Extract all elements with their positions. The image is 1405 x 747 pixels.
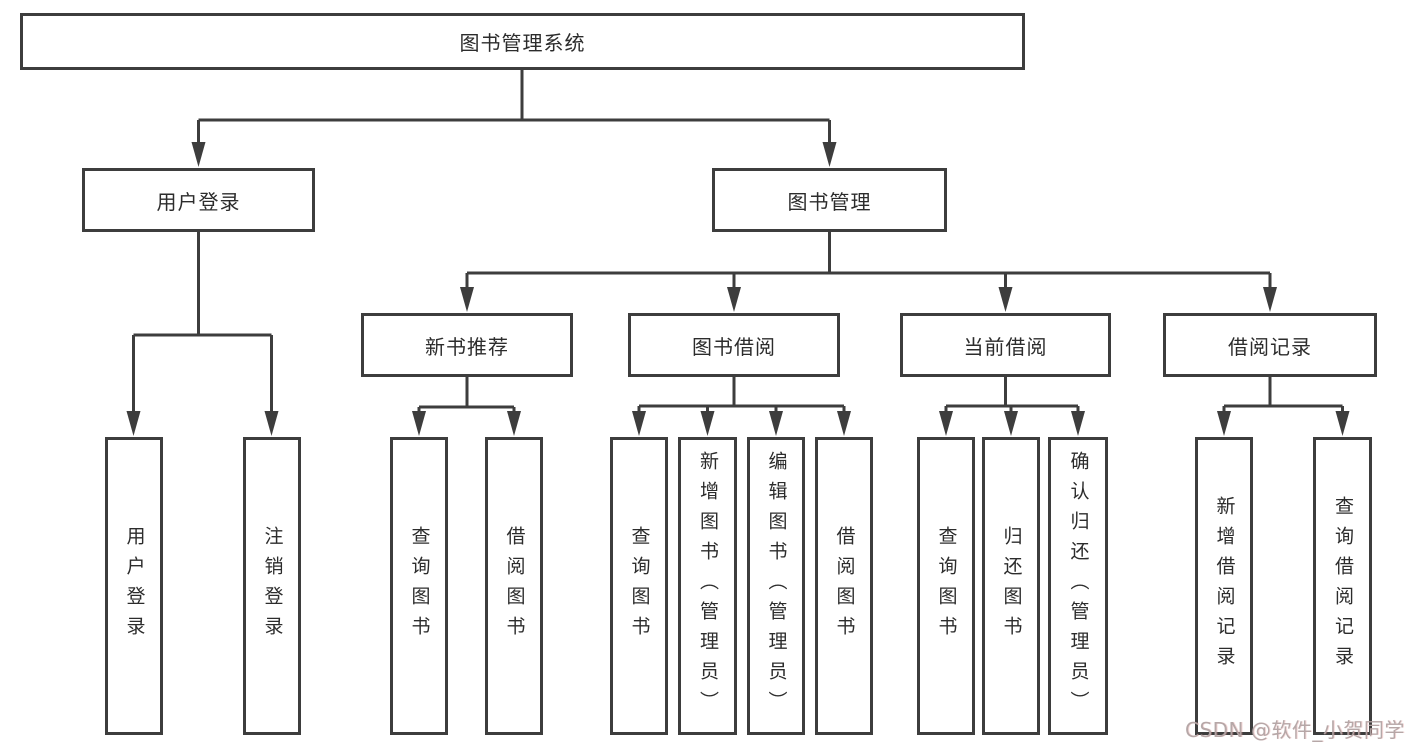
node-book-management-label: 图书管理 xyxy=(787,189,872,214)
csdn-watermark: CSDN @软件_小贺同学 xyxy=(1185,718,1405,742)
leaf-borrow-books: 借阅图书 xyxy=(815,437,873,735)
node-book-borrow: 图书借阅 xyxy=(628,313,840,377)
node-book-management: 图书管理 xyxy=(712,168,947,232)
leaf-logout-label: 注销登录 xyxy=(261,526,284,646)
leaf-add-borrow-record-label: 新增借阅记录 xyxy=(1213,496,1236,676)
node-book-management-system: 图书管理系统 xyxy=(20,13,1025,70)
leaf-user-login-label: 用户登录 xyxy=(123,526,146,646)
leaf-return-books-label: 归还图书 xyxy=(1000,526,1023,646)
leaf-confirm-return-admin: 确认归还（管理员） xyxy=(1048,437,1108,735)
node-book-borrow-label: 图书借阅 xyxy=(692,334,776,359)
leaf-return-books: 归还图书 xyxy=(982,437,1040,735)
leaf-edit-books-admin-label: 编辑图书（管理员） xyxy=(765,451,788,721)
arrowheads xyxy=(126,142,1350,436)
leaf-query-books-recommend-label: 查询图书 xyxy=(408,526,431,646)
node-user-login-label: 用户登录 xyxy=(156,189,241,214)
node-borrow-records: 借阅记录 xyxy=(1163,313,1377,377)
leaf-query-books-borrow: 查询图书 xyxy=(610,437,668,735)
leaf-user-login: 用户登录 xyxy=(105,437,163,735)
leaf-query-books-recommend: 查询图书 xyxy=(390,437,448,735)
node-current-borrow: 当前借阅 xyxy=(900,313,1111,377)
node-user-login: 用户登录 xyxy=(82,168,315,232)
leaf-query-borrow-record-label: 查询借阅记录 xyxy=(1332,496,1354,676)
leaf-query-books-borrow-label: 查询图书 xyxy=(628,526,651,646)
node-borrow-records-label: 借阅记录 xyxy=(1228,334,1312,359)
leaf-add-books-admin-label: 新增图书（管理员） xyxy=(697,451,719,721)
leaf-edit-books-admin: 编辑图书（管理员） xyxy=(747,437,805,735)
node-new-book-recommend-label: 新书推荐 xyxy=(425,334,509,359)
leaf-logout: 注销登录 xyxy=(243,437,301,735)
leaf-borrow-books-recommend-label: 借阅图书 xyxy=(503,526,526,646)
leaf-borrow-books-recommend: 借阅图书 xyxy=(485,437,543,735)
node-current-borrow-label: 当前借阅 xyxy=(963,334,1048,359)
leaf-query-books-current: 查询图书 xyxy=(917,437,975,735)
leaf-confirm-return-admin-label: 确认归还（管理员） xyxy=(1067,451,1090,721)
leaf-add-borrow-record: 新增借阅记录 xyxy=(1195,437,1253,735)
node-book-management-system-label: 图书管理系统 xyxy=(459,31,586,55)
leaf-query-borrow-record: 查询借阅记录 xyxy=(1313,437,1372,735)
leaf-query-books-current-label: 查询图书 xyxy=(935,526,958,646)
leaf-add-books-admin: 新增图书（管理员） xyxy=(678,437,737,735)
leaf-borrow-books-label: 借阅图书 xyxy=(833,526,856,646)
node-new-book-recommend: 新书推荐 xyxy=(361,313,573,377)
